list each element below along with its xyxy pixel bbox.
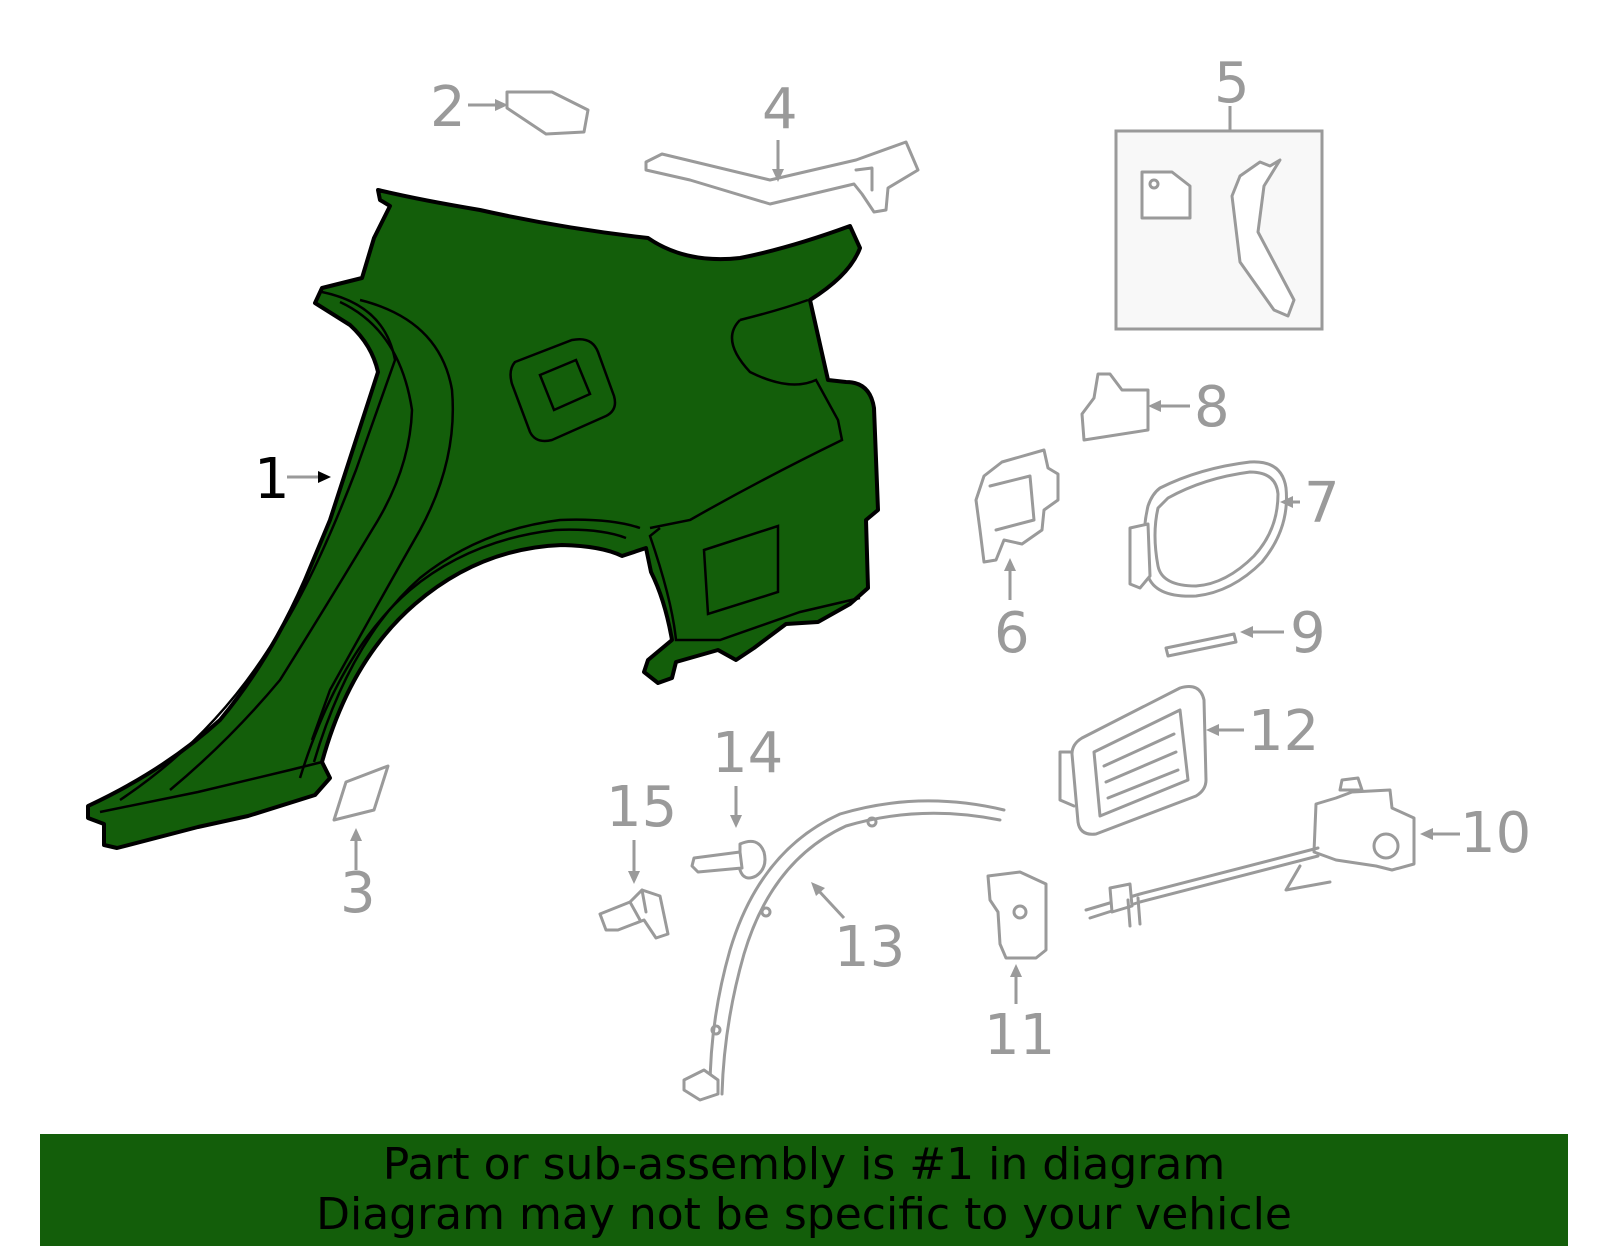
part-7-fuel-door[interactable] <box>1128 460 1288 598</box>
fuel-door-recess-outer <box>509 338 617 443</box>
arrow-9-head <box>1240 626 1253 638</box>
kit-bracket <box>1230 158 1296 318</box>
arrow-10-head <box>1420 828 1433 840</box>
cable-line <box>1084 846 1320 920</box>
actuator-cap <box>1338 776 1364 792</box>
arrow-6-head <box>1004 558 1016 571</box>
callout-15[interactable]: 15 <box>606 775 677 840</box>
part-15-retainer-clip[interactable] <box>598 888 670 940</box>
part-4-upper-rail[interactable] <box>644 140 920 214</box>
housing-inner <box>1092 708 1190 818</box>
callout-11[interactable]: 11 <box>984 1003 1055 1068</box>
arrow-14-head <box>730 815 742 828</box>
arrow-1-head <box>318 471 331 483</box>
part-11-spacer-block[interactable] <box>986 870 1048 960</box>
part-2-upper-gusset[interactable] <box>505 90 590 136</box>
info-banner: Part or sub-assembly is #1 in diagram Di… <box>40 1134 1568 1246</box>
fuel-door-shape <box>1142 460 1288 598</box>
callout-7[interactable]: 7 <box>1304 471 1340 536</box>
sill-line <box>99 760 323 814</box>
arrow-13 <box>816 888 846 920</box>
arrow-12-head <box>1206 724 1219 736</box>
part-6-inner-bracket[interactable] <box>974 448 1060 564</box>
front-edge-line-3 <box>310 298 455 741</box>
inner-bracket-detail <box>988 474 1036 532</box>
callout-5[interactable]: 5 <box>1214 51 1250 116</box>
upper-rail-shape <box>644 140 920 214</box>
arrow-13-head <box>811 882 825 896</box>
actuator-body <box>1312 788 1416 872</box>
rear-body-line <box>649 298 844 530</box>
spacer-block-shape <box>986 870 1048 960</box>
rear-pocket-inner <box>702 524 780 616</box>
cable-clip <box>1126 864 1332 928</box>
housing-tabs <box>1058 750 1076 808</box>
arrow-2-head <box>495 99 508 111</box>
callout-4[interactable]: 4 <box>762 77 798 142</box>
corner-patch-shape <box>332 764 390 822</box>
fuel-door-inner <box>1153 470 1280 588</box>
upper-rail-detail <box>854 166 874 192</box>
part-9-seal-strip[interactable] <box>1164 632 1238 658</box>
part-3-corner-patch[interactable] <box>332 764 390 822</box>
small-bracket-shape <box>1080 372 1150 442</box>
banner-line-part: Part or sub-assembly is #1 in diagram <box>382 1139 1226 1190</box>
housing-slats <box>1102 732 1180 800</box>
part-13-wheel-arch-molding[interactable] <box>682 799 1006 1102</box>
arrow-4-head <box>772 169 784 182</box>
cable-end <box>1108 882 1134 914</box>
spacer-hole <box>1012 904 1028 920</box>
arrow-11-head <box>1010 964 1022 977</box>
part-1-quarter-panel[interactable] <box>86 188 880 850</box>
push-clip-shank <box>690 850 744 874</box>
kit-plate <box>1140 170 1192 220</box>
part-14-push-clip[interactable] <box>690 839 767 880</box>
part-8-small-bracket[interactable] <box>1080 372 1150 442</box>
kit-plate-hole <box>1148 178 1160 190</box>
arrow-15-head <box>628 871 640 884</box>
callout-2[interactable]: 2 <box>430 75 466 140</box>
retainer-clip-detail <box>628 888 648 922</box>
callout-9[interactable]: 9 <box>1290 601 1326 666</box>
gusset-shape <box>505 90 590 136</box>
callout-6[interactable]: 6 <box>994 601 1030 666</box>
callout-8[interactable]: 8 <box>1194 375 1230 440</box>
callout-14[interactable]: 14 <box>712 721 783 786</box>
front-edge-line-2 <box>169 300 414 791</box>
push-clip-head <box>738 839 767 880</box>
fuel-door-hinge <box>1128 522 1152 590</box>
wheel-arch-mid-line <box>312 518 641 763</box>
rear-pocket-outer <box>648 527 861 642</box>
callout-labels: 1 2 3 4 5 6 7 8 9 10 11 12 13 14 15 <box>254 51 1531 1068</box>
arrow-7-head <box>1280 496 1293 508</box>
banner-line-disclaimer: Diagram may not be specific to your vehi… <box>316 1189 1292 1240</box>
callout-1[interactable]: 1 <box>254 447 290 512</box>
molding-outer <box>708 799 1006 1092</box>
seal-strip-shape <box>1164 632 1238 658</box>
fuel-door-recess-inner <box>538 358 592 412</box>
quarter-panel-shape <box>86 188 880 850</box>
front-edge-line-1 <box>119 290 397 802</box>
callout-3[interactable]: 3 <box>340 861 376 926</box>
part-5-bracket-kit[interactable] <box>1114 129 1324 331</box>
molding-inner <box>720 811 1002 1096</box>
molding-hole-2 <box>760 906 772 918</box>
retainer-clip-shape <box>598 888 670 940</box>
actuator-port <box>1372 832 1400 860</box>
molding-hole-1 <box>866 816 878 828</box>
leader-arrows <box>287 99 1460 1004</box>
molding-hole-3 <box>710 1024 722 1036</box>
part-10-release-cable[interactable] <box>1084 776 1416 928</box>
arrow-8-head <box>1148 400 1161 412</box>
callout-12[interactable]: 12 <box>1248 699 1319 764</box>
housing-outer <box>1070 685 1208 836</box>
callout-10[interactable]: 10 <box>1460 801 1531 866</box>
inner-bracket-shape <box>974 448 1060 564</box>
part-12-fuel-housing[interactable] <box>1058 685 1208 836</box>
molding-end-tab <box>682 1068 720 1102</box>
callout-13[interactable]: 13 <box>834 915 905 980</box>
arrow-3-head <box>350 828 362 841</box>
wheel-arch-inner-line <box>298 528 627 779</box>
